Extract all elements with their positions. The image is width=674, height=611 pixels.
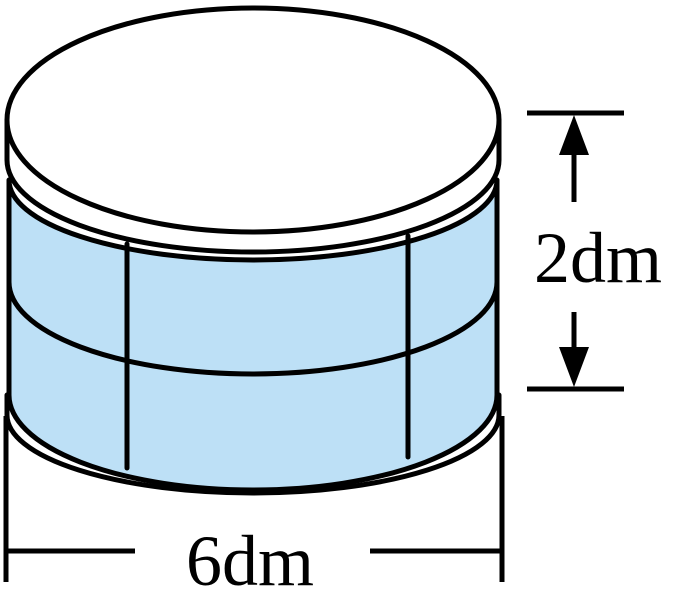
glass-horizontal-divider xyxy=(6,279,500,377)
height-label: 2dm xyxy=(534,218,662,298)
height-dim-down-arrowhead xyxy=(559,347,589,387)
glass-side-band xyxy=(6,177,500,493)
height-dim-up-arrowhead xyxy=(559,115,589,155)
diameter-label: 6dm xyxy=(186,521,314,601)
top-face-ellipse xyxy=(4,5,502,235)
